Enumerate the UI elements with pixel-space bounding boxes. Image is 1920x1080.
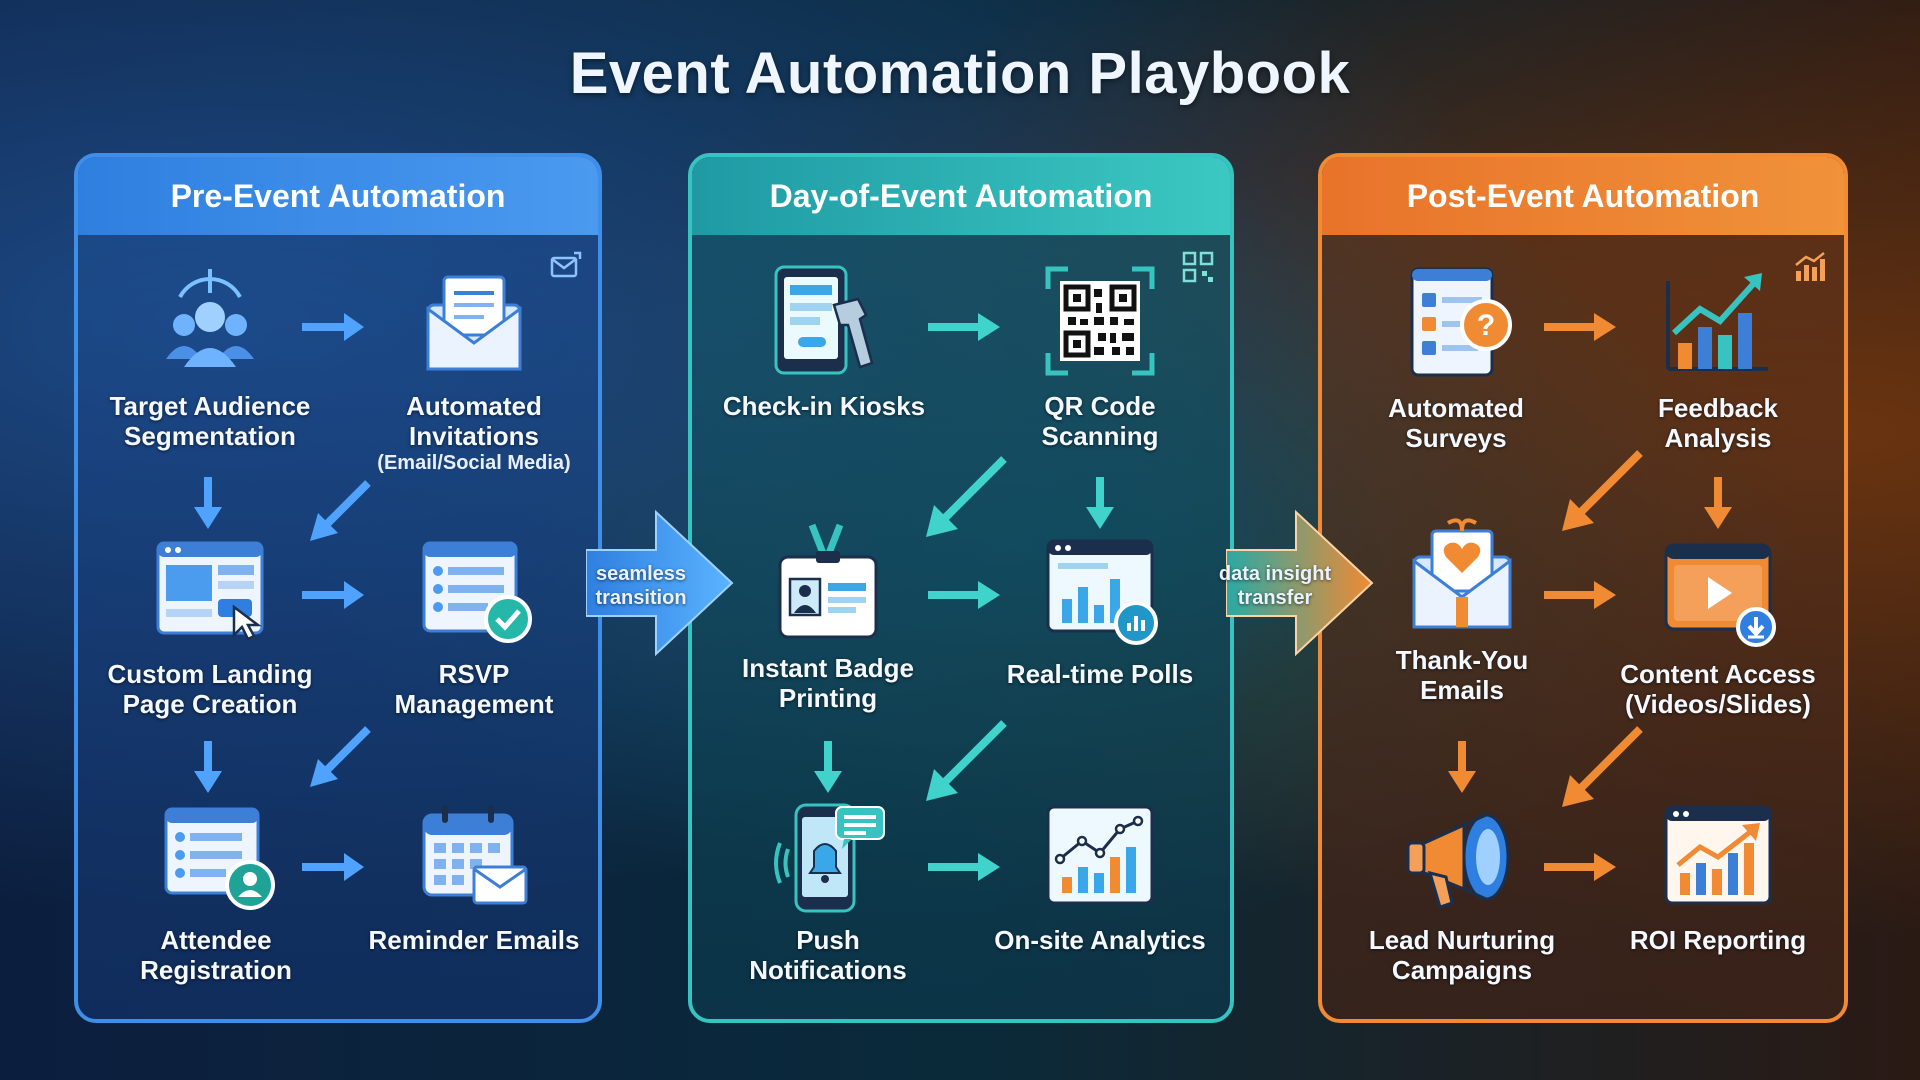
flow-arrow-down <box>1448 741 1476 793</box>
transition-label-data-insight: data insight transfer <box>1218 563 1332 609</box>
day-of-event-panel: Day-of-Event Automation Check-in Kiosks <box>688 153 1234 1023</box>
qr-corner-icon <box>1182 251 1214 283</box>
node-label: Automated Invitations <box>406 391 542 451</box>
flow-arrow-diagonal <box>310 726 371 787</box>
invitation-envelope-icon <box>426 275 522 371</box>
flow-arrow-down <box>194 477 222 529</box>
node-feedback-analysis[interactable]: Feedback Analysis <box>1608 261 1828 453</box>
flow-arrow-diagonal <box>310 480 371 541</box>
node-label: Content Access <box>1620 659 1816 689</box>
flow-arrow-down <box>814 741 842 793</box>
audience-segmentation-icon <box>166 269 254 367</box>
video-content-icon <box>1664 543 1776 647</box>
node-check-in-kiosks[interactable]: Check-in Kiosks <box>714 259 934 421</box>
node-reminder-emails[interactable]: Reminder Emails <box>364 793 584 955</box>
feedback-chart-icon <box>1666 273 1768 371</box>
node-label: Feedback Analysis <box>1658 393 1778 453</box>
flow-arrow-right <box>928 853 1000 881</box>
rsvp-check-icon <box>422 541 532 643</box>
mail-corner-icon <box>550 251 582 278</box>
pre-event-heading: Pre-Event Automation <box>78 157 598 235</box>
post-event-heading: Post-Event Automation <box>1322 157 1844 235</box>
kiosk-scanner-icon <box>774 265 874 375</box>
node-on-site-analytics[interactable]: On-site Analytics <box>990 793 1210 955</box>
node-content-access[interactable]: Content Access (Videos/Slides) <box>1608 527 1828 719</box>
node-attendee-registration[interactable]: Attendee Registration <box>106 793 326 985</box>
flow-arrow-diagonal <box>1562 450 1643 531</box>
node-qr-code-scanning[interactable]: QR Code Scanning <box>990 259 1210 451</box>
flow-arrow-right <box>928 313 1000 341</box>
flow-arrow-diagonal <box>926 720 1007 801</box>
node-automated-surveys[interactable]: ? Automated Surveys <box>1346 261 1566 453</box>
flow-arrow-down <box>1086 477 1114 529</box>
node-label: ROI Reporting <box>1629 925 1807 955</box>
push-notification-icon <box>774 803 885 913</box>
node-label: On-site Analytics <box>994 925 1206 955</box>
qr-code-icon <box>1045 266 1155 376</box>
node-label: Lead Nurturing Campaigns <box>1368 925 1556 985</box>
node-instant-badge-printing[interactable]: Instant Badge Printing <box>718 521 938 713</box>
transition-arrow-pre-to-day <box>586 509 734 657</box>
transition-label-seamless: seamless transition <box>595 563 687 609</box>
node-label: Target Audience Segmentation <box>109 391 311 451</box>
day-of-event-heading: Day-of-Event Automation <box>692 157 1230 235</box>
node-label: QR Code Scanning <box>1041 391 1159 451</box>
chart-corner-icon <box>1795 252 1825 281</box>
node-sublabel: (Videos/Slides) <box>1625 689 1811 719</box>
flow-arrow-right <box>302 581 364 609</box>
node-label: Real-time Polls <box>1006 659 1194 689</box>
page-title: Event Automation Playbook <box>569 41 1351 106</box>
post-event-panel: Post-Event Automation ? Automated Survey… <box>1318 153 1848 1023</box>
node-thank-you-emails[interactable]: Thank-You Emails <box>1352 513 1572 705</box>
node-label: RSVP Management <box>394 659 554 719</box>
node-automated-invitations[interactable]: Automated Invitations (Email/Social Medi… <box>364 259 584 475</box>
flow-arrow-down <box>194 741 222 793</box>
badge-icon <box>778 523 878 639</box>
node-label: Automated Surveys <box>1388 393 1524 453</box>
flow-arrow-right <box>302 313 364 341</box>
node-rsvp-management[interactable]: RSVP Management <box>364 527 584 719</box>
landing-page-icon <box>156 541 264 641</box>
poll-chart-icon <box>1046 539 1158 645</box>
flow-arrow-right <box>1544 853 1616 881</box>
node-label: Custom Landing Page Creation <box>107 659 313 719</box>
transition-arrow-day-to-post <box>1226 509 1374 657</box>
node-sublabel: (Email/Social Media) <box>377 452 571 474</box>
node-label: Instant Badge Printing <box>742 653 914 713</box>
flow-arrow-diagonal <box>926 456 1007 537</box>
flow-arrow-down <box>1704 477 1732 529</box>
roi-report-icon <box>1664 805 1772 905</box>
calendar-email-icon <box>422 805 528 905</box>
pre-event-panel: Pre-Event Automation Target Audience Seg… <box>74 153 602 1023</box>
megaphone-icon <box>1406 813 1510 909</box>
node-label: Thank-You Emails <box>1395 645 1529 705</box>
node-label: Reminder Emails <box>368 925 580 955</box>
flow-arrow-right <box>1544 313 1616 341</box>
flow-arrow-right <box>928 581 1000 609</box>
node-push-notifications[interactable]: Push Notifications <box>718 793 938 985</box>
node-target-audience[interactable]: Target Audience Segmentation <box>100 259 320 451</box>
node-roi-reporting[interactable]: ROI Reporting <box>1608 793 1828 955</box>
survey-icon: ? <box>1410 267 1512 377</box>
analytics-chart-icon <box>1046 805 1154 905</box>
flow-arrow-diagonal <box>1562 726 1643 807</box>
node-label: Push Notifications <box>749 925 907 985</box>
node-real-time-polls[interactable]: Real-time Polls <box>990 527 1210 689</box>
svg-text:?: ? <box>1477 309 1495 342</box>
node-landing-page[interactable]: Custom Landing Page Creation <box>100 527 320 719</box>
flow-arrow-right <box>302 853 364 881</box>
node-label: Attendee Registration <box>140 925 292 985</box>
node-label: Check-in Kiosks <box>722 391 926 421</box>
node-lead-nurturing[interactable]: Lead Nurturing Campaigns <box>1352 793 1572 985</box>
thank-you-email-icon <box>1412 518 1512 629</box>
registration-form-icon <box>164 807 275 910</box>
flow-arrow-right <box>1544 581 1616 609</box>
